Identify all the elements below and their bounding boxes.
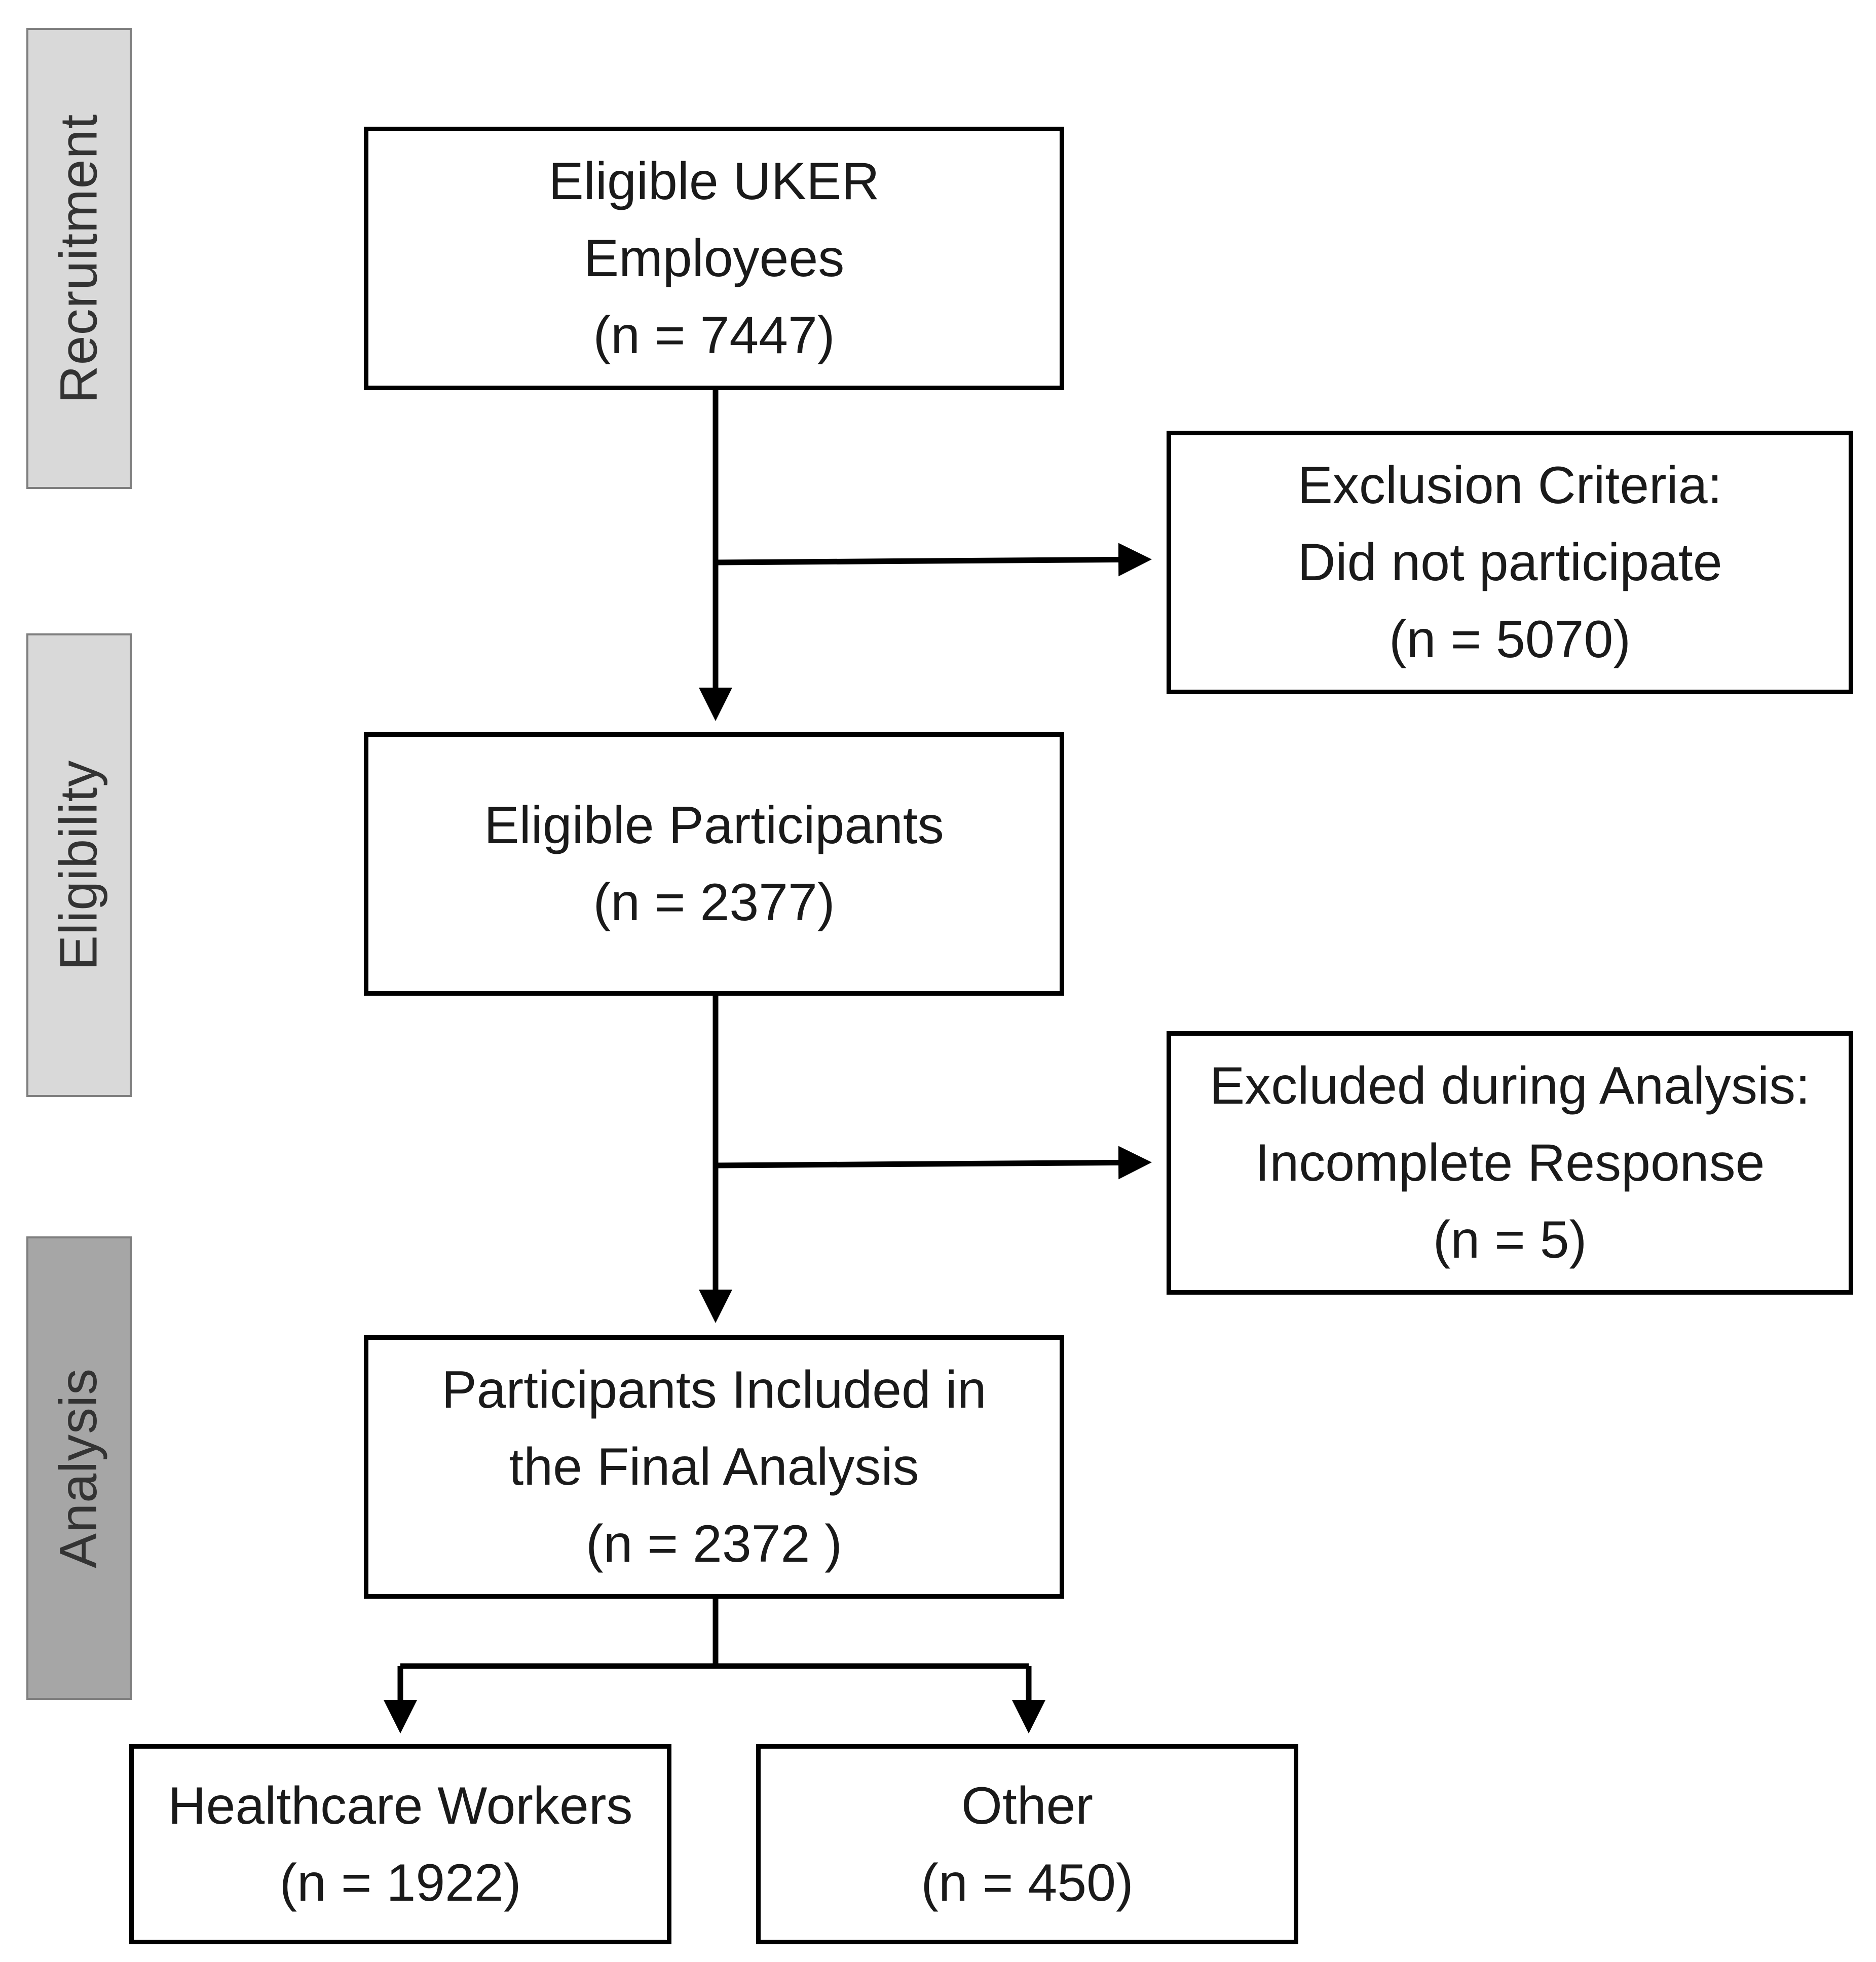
box-exclusion-criteria-line3: (n = 5070) bbox=[1389, 610, 1631, 669]
box-eligible-employees: Eligible UKER Employees (n = 7447) bbox=[364, 127, 1064, 390]
box-final-analysis-line2: the Final Analysis bbox=[509, 1438, 919, 1496]
arrow-to-exclusion-criteria bbox=[715, 543, 1152, 577]
box-final-analysis: Participants Included in the Final Analy… bbox=[364, 1335, 1064, 1599]
box-other-line1: Other bbox=[961, 1776, 1094, 1835]
phase-recruitment: Recruitment bbox=[26, 28, 132, 489]
phase-eligibility: Eligibility bbox=[26, 633, 132, 1097]
box-eligible-employees-line3: (n = 7447) bbox=[593, 306, 835, 365]
phase-analysis: Analysis bbox=[26, 1236, 132, 1700]
box-final-analysis-line3: (n = 2372 ) bbox=[586, 1515, 842, 1573]
box-final-analysis-line1: Participants Included in bbox=[441, 1361, 987, 1419]
box-exclusion-criteria-line1: Exclusion Criteria: bbox=[1297, 456, 1722, 515]
box-exclusion-criteria: Exclusion Criteria: Did not participate … bbox=[1167, 431, 1853, 694]
arrow-to-excluded-analysis bbox=[715, 1146, 1152, 1180]
box-excluded-analysis-line2: Incomplete Response bbox=[1255, 1134, 1765, 1192]
box-eligible-participants-line2: (n = 2377) bbox=[593, 873, 835, 932]
box-excluded-analysis-line3: (n = 5) bbox=[1433, 1211, 1587, 1269]
box-healthcare-workers-line2: (n = 1922) bbox=[279, 1853, 521, 1912]
box-excluded-analysis-line1: Excluded during Analysis: bbox=[1209, 1057, 1811, 1115]
box-other: Other (n = 450) bbox=[756, 1744, 1298, 1944]
box-excluded-analysis: Excluded during Analysis: Incomplete Res… bbox=[1167, 1031, 1853, 1295]
box-exclusion-criteria-line2: Did not participate bbox=[1297, 533, 1722, 592]
box-eligible-participants-line1: Eligible Participants bbox=[484, 796, 944, 855]
box-eligible-employees-line2: Employees bbox=[583, 229, 845, 288]
box-other-line2: (n = 450) bbox=[921, 1853, 1134, 1912]
box-healthcare-workers-line1: Healthcare Workers bbox=[168, 1776, 633, 1835]
box-eligible-employees-line1: Eligible UKER bbox=[548, 152, 880, 211]
box-healthcare-workers: Healthcare Workers (n = 1922) bbox=[129, 1744, 671, 1944]
box-eligible-participants: Eligible Participants (n = 2377) bbox=[364, 732, 1064, 996]
